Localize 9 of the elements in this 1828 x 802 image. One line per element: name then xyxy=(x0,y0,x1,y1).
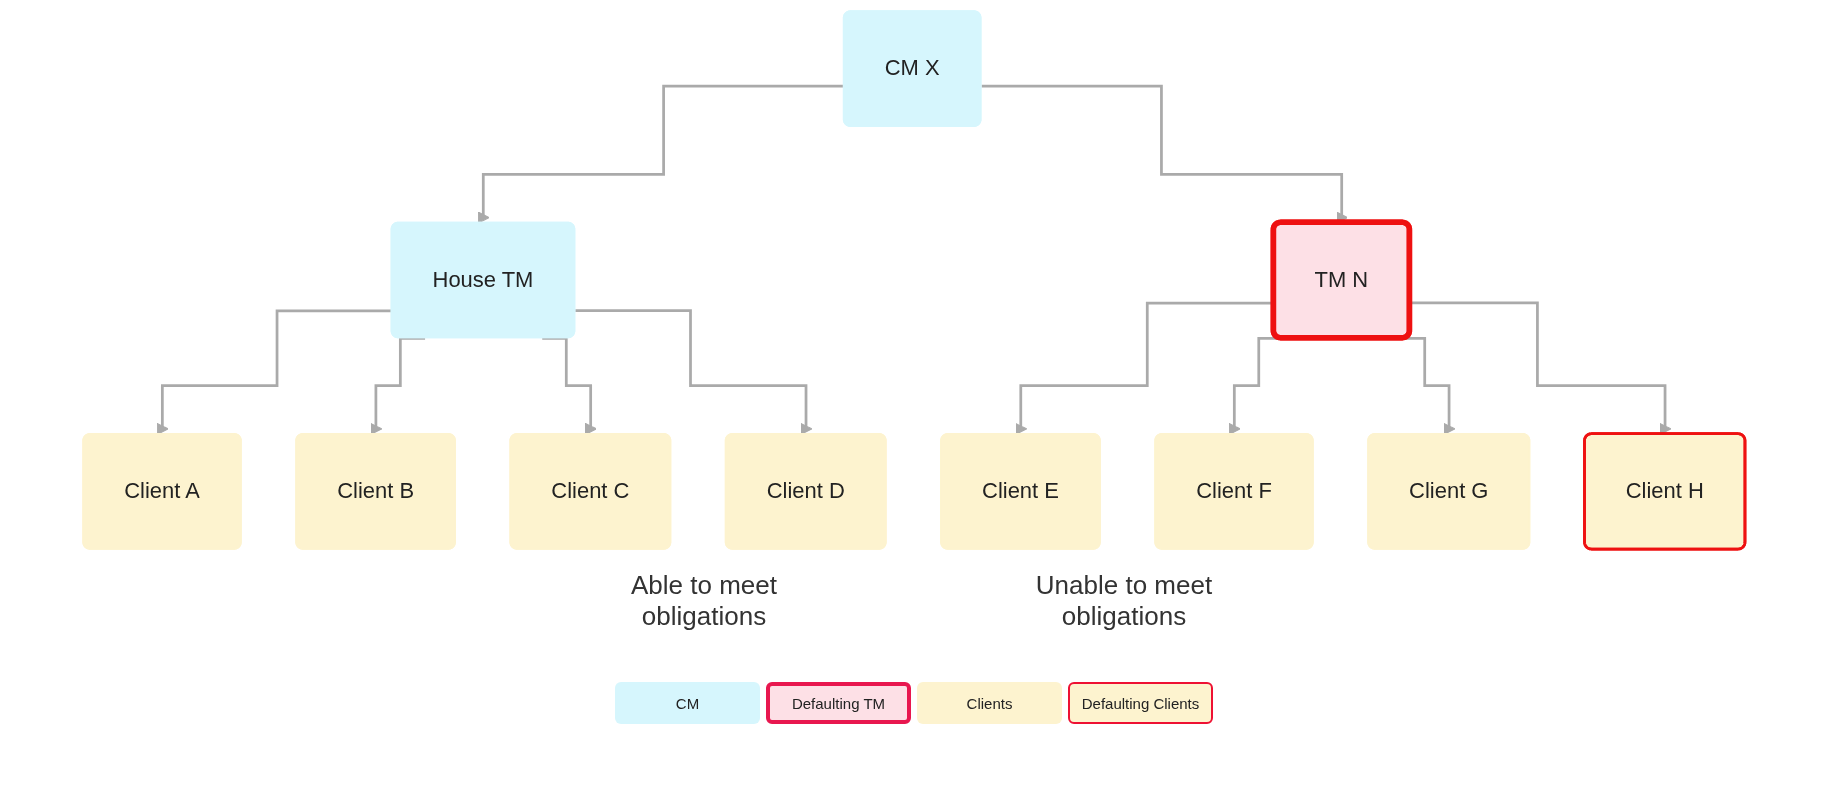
arrow xyxy=(542,336,597,435)
legend-swatch: CM xyxy=(615,682,760,724)
legend-swatch: Defaulting TM xyxy=(766,682,911,724)
arrow xyxy=(575,309,813,435)
legend-swatch: Clients xyxy=(917,682,1062,724)
arrow xyxy=(370,336,426,435)
bracket-note: Unable to meet obligations xyxy=(1034,570,1214,632)
bracket-note: Able to meet obligations xyxy=(630,570,778,632)
legend-swatch: Defaulting Clients xyxy=(1068,682,1213,724)
